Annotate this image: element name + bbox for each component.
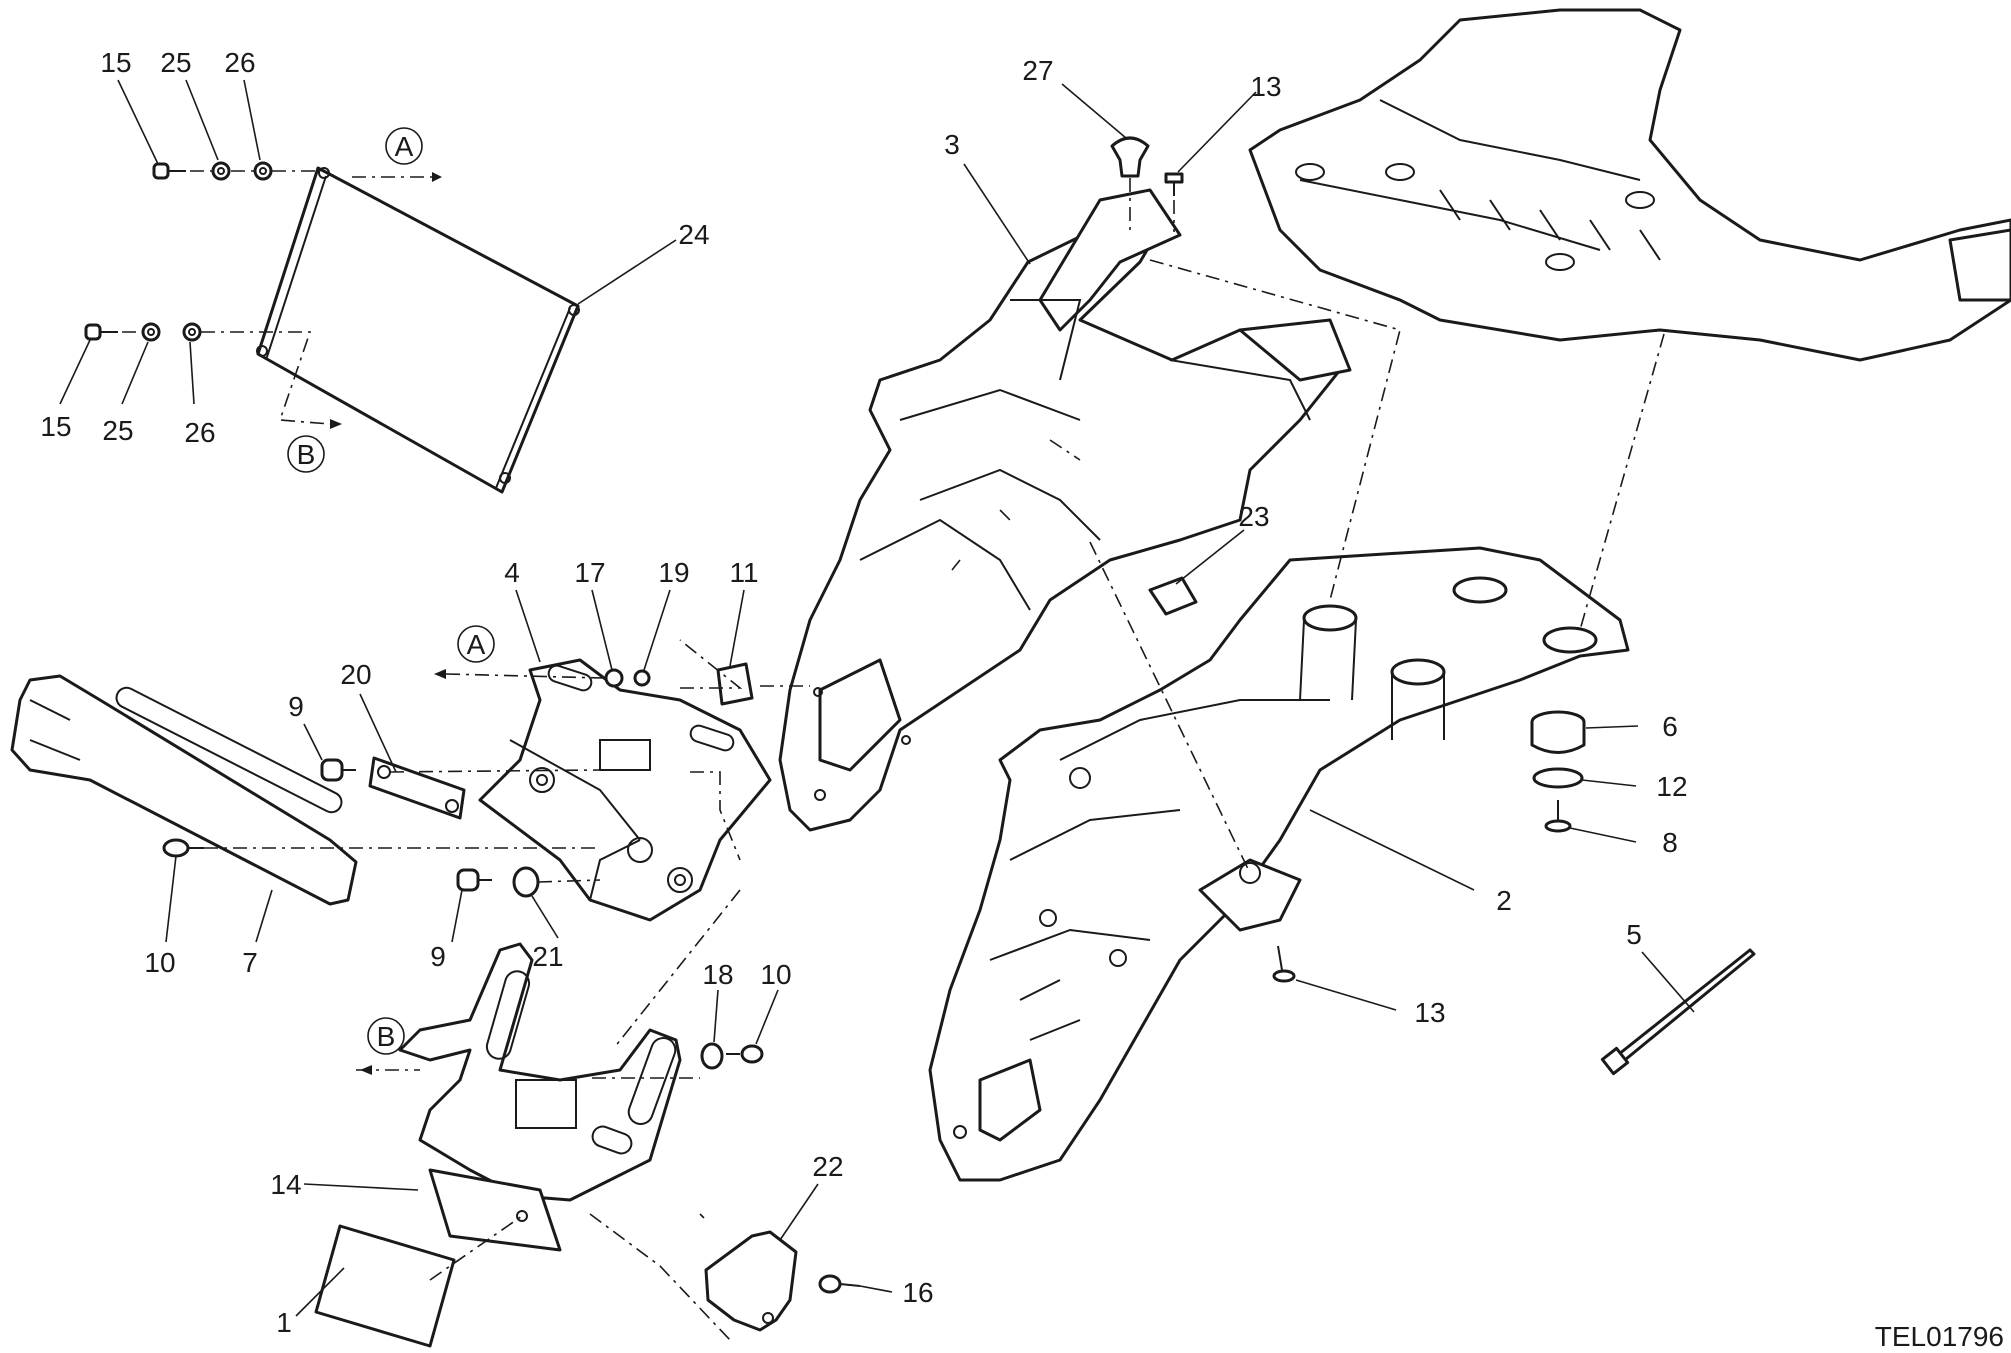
callout-14: 14 [270, 1169, 301, 1200]
part-20-strap [368, 756, 466, 820]
part-5-cable-tie [1600, 948, 1756, 1076]
callout-11: 11 [729, 557, 758, 588]
callout-4: 4 [504, 557, 520, 588]
part-7-arm [10, 674, 358, 906]
part-21-washer [512, 866, 540, 898]
callout-13: 13 [1414, 997, 1445, 1028]
part-12-washer [1532, 767, 1584, 789]
ref-letter-b: B [297, 439, 316, 470]
callout-12: 12 [1656, 771, 1687, 802]
callout-26: 26 [224, 47, 255, 78]
callout-24: 24 [678, 219, 709, 250]
callout-3: 3 [944, 129, 960, 160]
callout-8: 8 [1662, 827, 1678, 858]
callout-23: 23 [1238, 501, 1269, 532]
part-4-bracket [478, 658, 772, 922]
part-14-plate-holder [398, 942, 682, 1252]
fastener-row-bottom [84, 322, 331, 425]
callout-labels: 15 25 26 24 15 25 26 27 13 3 23 4 17 19 … [40, 47, 1687, 1338]
callout-10: 10 [760, 959, 791, 990]
callout-2: 2 [1496, 885, 1512, 916]
part-27-clip [1110, 136, 1150, 178]
seat-frame-top [1248, 8, 2011, 362]
callout-15: 15 [40, 411, 71, 442]
callout-1: 1 [276, 1307, 292, 1338]
callout-9: 9 [288, 691, 304, 722]
ref-letter-a: A [395, 131, 414, 162]
part-24-plate-panel [256, 166, 580, 494]
callout-10: 10 [144, 947, 175, 978]
part-9-screw-upper [320, 758, 356, 782]
ref-a-top: A [385, 127, 423, 165]
part-18-washer [700, 1042, 724, 1070]
fastener-row-top [152, 161, 318, 181]
part-22-clip-bracket [704, 1230, 798, 1332]
part-2-rear-subframe [928, 546, 1630, 1182]
callout-20: 20 [340, 659, 371, 690]
ref-letter-a: A [467, 629, 486, 660]
part-8-bolt [1544, 800, 1572, 833]
part-10-screw-left [162, 838, 204, 858]
callout-13: 13 [1250, 71, 1281, 102]
callout-15: 15 [100, 47, 131, 78]
callout-17: 17 [574, 557, 605, 588]
callout-19: 19 [658, 557, 689, 588]
callout-6: 6 [1662, 711, 1678, 742]
callout-5: 5 [1626, 919, 1642, 950]
callout-26: 26 [184, 417, 215, 448]
ref-a-bracket: A [457, 625, 495, 663]
callout-21: 21 [532, 941, 563, 972]
part-17-washer [604, 668, 624, 688]
part-3-rear-fender [778, 188, 1352, 832]
part-19-nut [633, 669, 651, 687]
leader-lines [59, 79, 1695, 1317]
part-13-screw-top [1164, 172, 1184, 196]
callout-22: 22 [812, 1151, 843, 1182]
part-13-screw-bottom [1272, 945, 1296, 983]
ref-b-holder: B [367, 1017, 405, 1055]
part-23-tag [1148, 576, 1198, 616]
callout-18: 18 [702, 959, 733, 990]
part-9-screw-lower [456, 868, 492, 892]
part-6-grommet [1530, 710, 1586, 754]
drawing-code: TEL01796 [1875, 1321, 2004, 1352]
callout-16: 16 [902, 1277, 933, 1308]
ref-letter-b: B [377, 1021, 396, 1052]
part-1-reflector [314, 1224, 456, 1348]
callout-27: 27 [1022, 55, 1053, 86]
callout-25: 25 [102, 415, 133, 446]
part-10-screw-right [726, 1044, 764, 1064]
callout-9: 9 [430, 941, 446, 972]
callout-25: 25 [160, 47, 191, 78]
ref-b-top: B [287, 435, 325, 473]
callout-7: 7 [242, 947, 258, 978]
part-16-nut [818, 1274, 861, 1294]
